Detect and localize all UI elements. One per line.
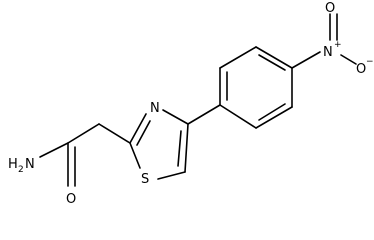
bond-s-c2 [129, 142, 141, 169]
amide-nh2-n: N [25, 157, 35, 172]
atom-labels: H 2 N O N S N + O O − [8, 1, 374, 207]
bond-ph2 [219, 46, 257, 69]
bond-amide-n-c [39, 142, 69, 158]
bond-ph-inner-2 [258, 54, 286, 71]
bond-c4-c5 [184, 123, 189, 173]
bond-c5-s [157, 171, 186, 180]
nitro-oxygen-charge: − [366, 57, 374, 67]
molecule-drawing: H 2 N O N S N + O O − [8, 1, 374, 207]
amide-nh2-sub: 2 [18, 165, 24, 175]
amide-oxygen: O [66, 192, 76, 207]
thiazole-nitrogen: N [150, 101, 160, 116]
bond-c2-n3-double-outer [129, 113, 147, 144]
bond-nitro-o-right [340, 54, 357, 65]
nitro-oxygen-right: O [356, 62, 366, 77]
bond-c4-phenyl [187, 104, 221, 125]
thiazole-sulfur: S [141, 172, 149, 187]
nitro-nitrogen: N [323, 45, 333, 60]
nitro-nitrogen-charge: + [334, 40, 342, 50]
bond-phenyl-nitro [291, 51, 321, 69]
bond-ph-inner-3 [258, 103, 286, 121]
bond-ph6 [219, 104, 257, 129]
nitro-oxygen-top: O [325, 1, 335, 16]
bond-c-ch2 [67, 123, 100, 144]
structure-canvas: H 2 N O N S N + O O − [8, 1, 374, 207]
amide-nh2-h: H [8, 157, 18, 172]
bond-c2-n3-double-inner [136, 120, 151, 146]
bond-ch2-c2 [98, 123, 131, 144]
bond-c4-c5-inner [177, 130, 182, 167]
bond-n3-c4 [162, 109, 189, 125]
bond-ph3 [255, 46, 293, 69]
bond-ph5 [255, 106, 293, 129]
bonds [39, 13, 357, 187]
